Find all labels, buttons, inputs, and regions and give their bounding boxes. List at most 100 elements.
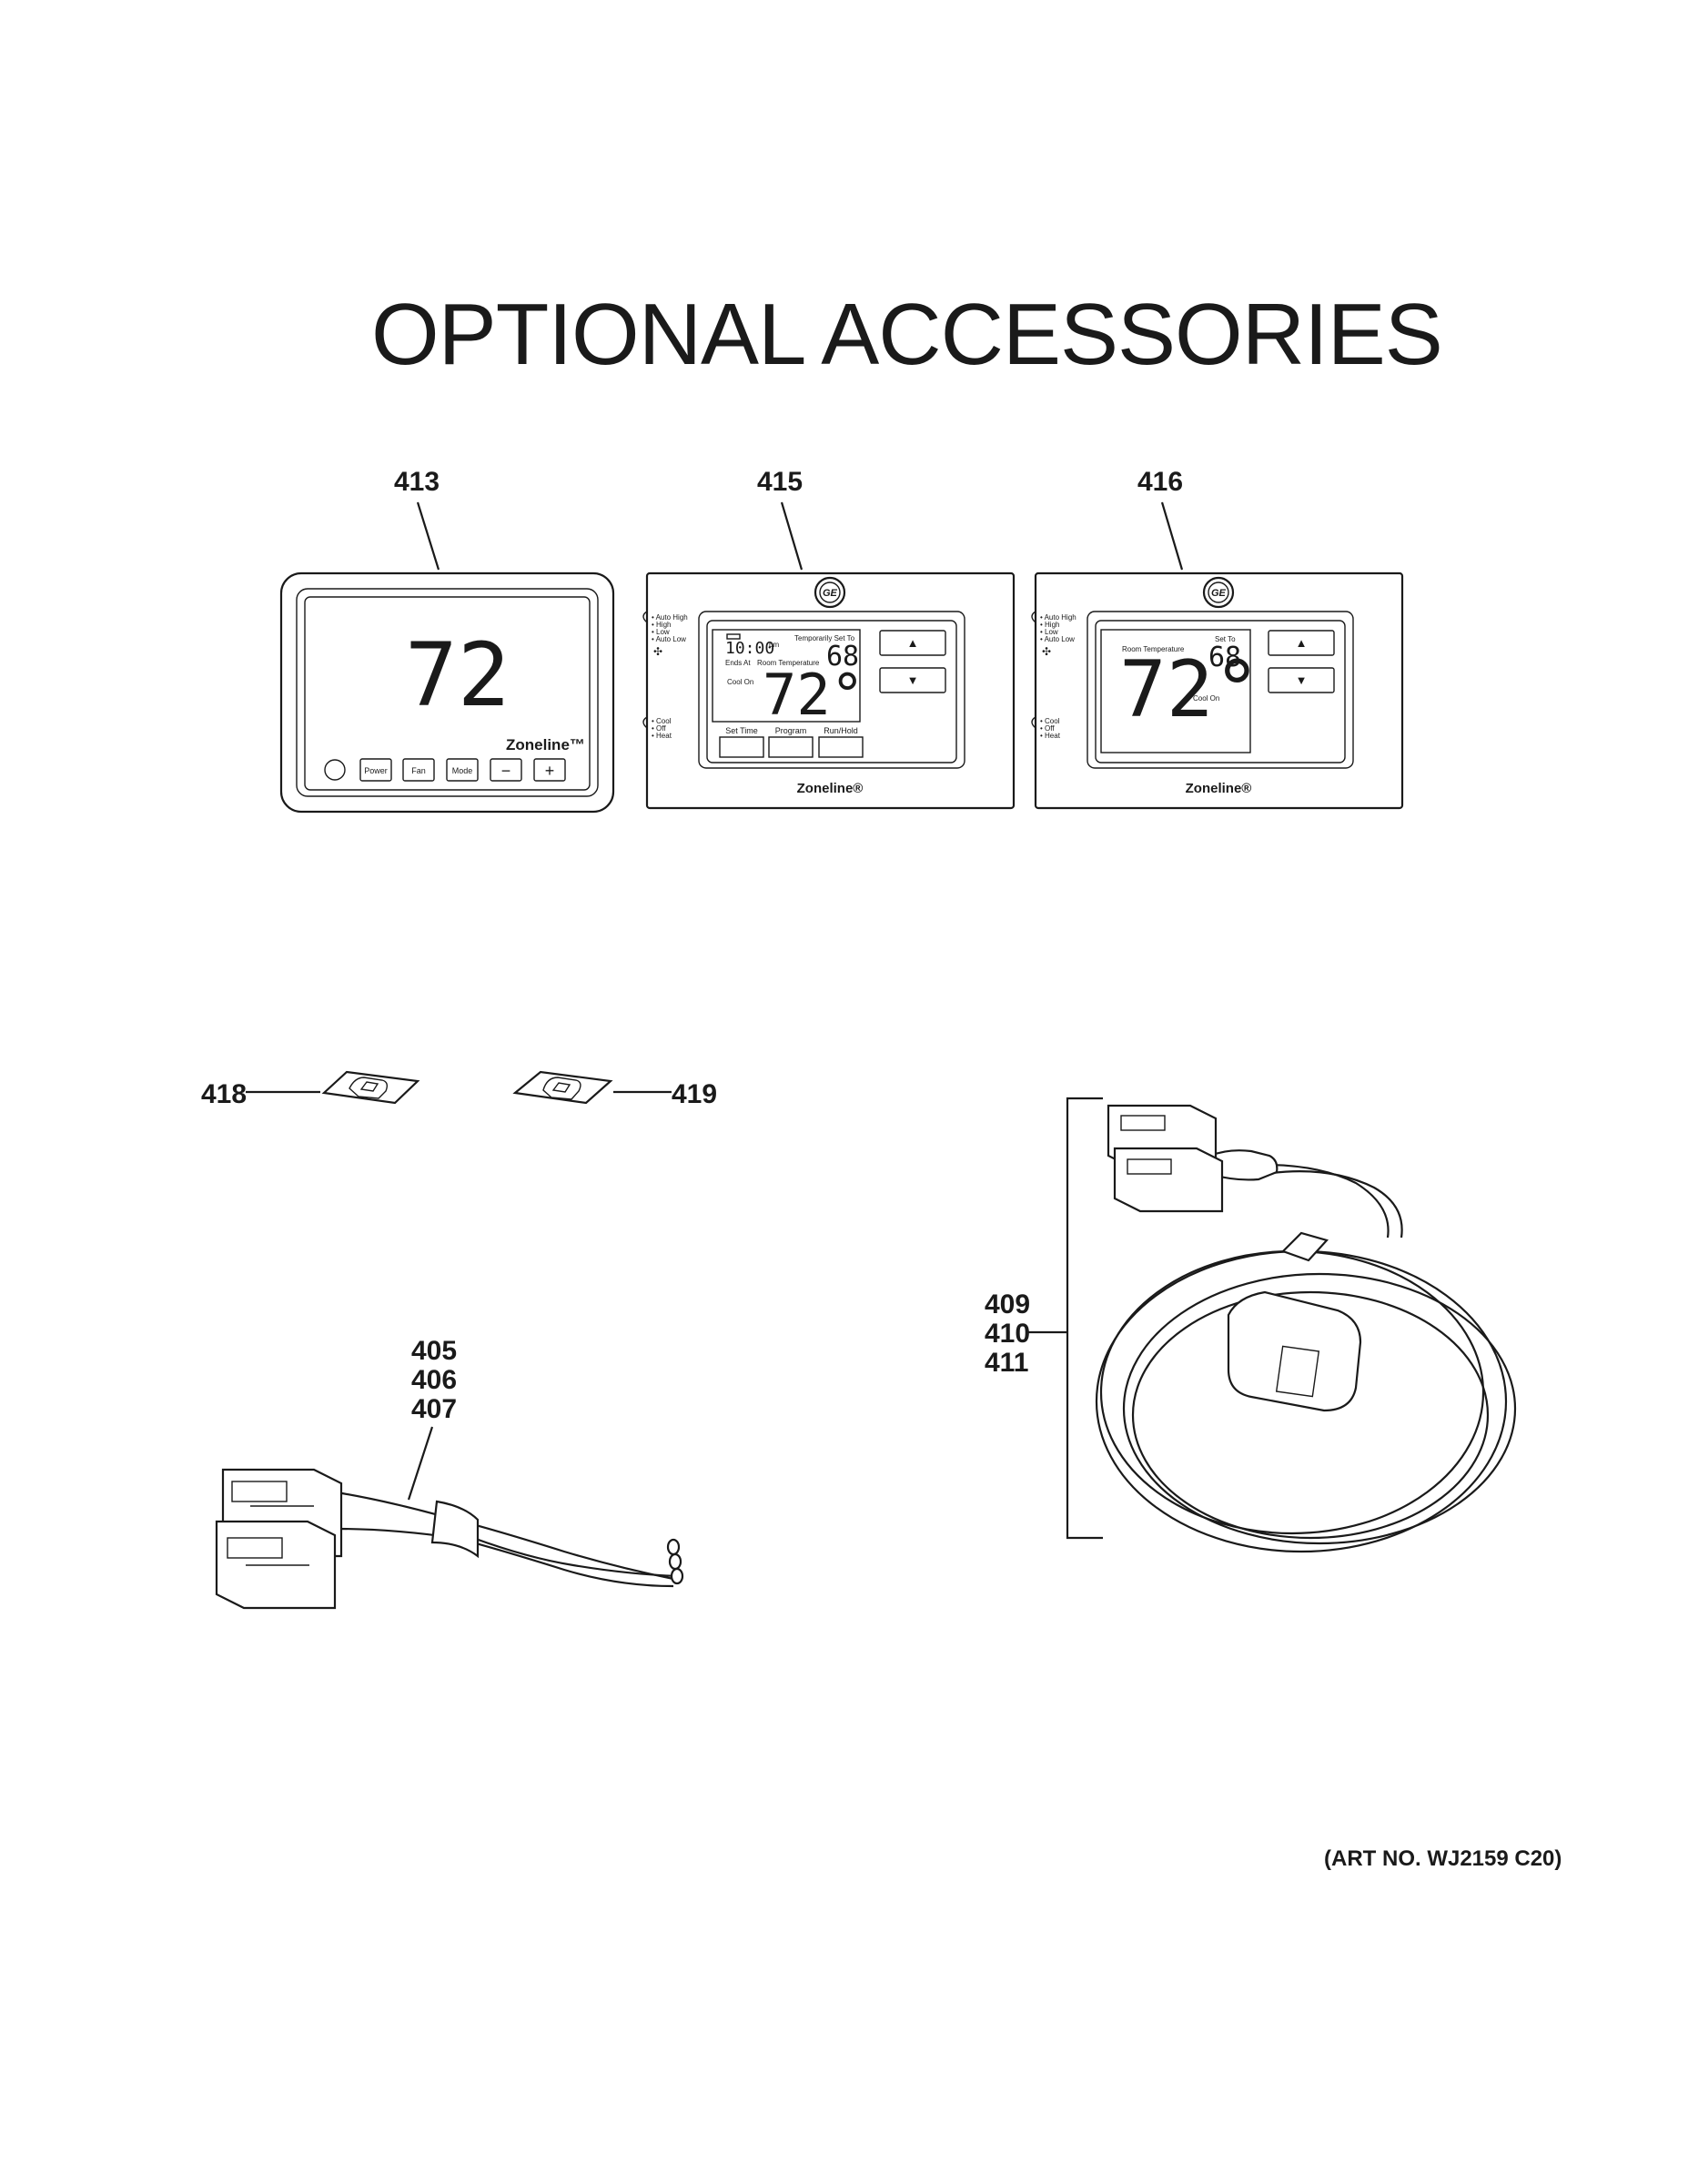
harness-wire-2: [336, 1527, 674, 1588]
run-hold-button[interactable]: [818, 736, 864, 758]
lcd-set-to: Set To: [1215, 635, 1236, 643]
thermostat-415-inner-panel: [706, 620, 957, 763]
sys-mode-heat: • Heat: [652, 732, 672, 740]
thermostat-415-up-button[interactable]: ▲: [879, 630, 946, 656]
fan-mode-low: • Low: [1040, 628, 1058, 636]
lcd-clock: 10:00: [725, 639, 774, 658]
thermostat-415-brand: Zoneline®: [797, 781, 864, 796]
lcd-cool-on: Cool On: [727, 678, 753, 686]
connector-latch-2: [227, 1537, 283, 1559]
wire-end-3: [670, 1567, 684, 1585]
lcd-room-temp: 72°: [763, 662, 864, 728]
fan-mode-low: • Low: [652, 628, 670, 636]
callout-405: 405: [411, 1336, 457, 1366]
thermostat-415-front-panel: [698, 611, 965, 769]
thermostat-416-housing: [1034, 571, 1404, 810]
svg-text:GE: GE: [1211, 588, 1227, 599]
sys-mode-heat: • Heat: [1040, 732, 1061, 740]
power-cord-409: 409 410 411: [985, 1097, 1517, 1553]
thermostat-413-plus-button[interactable]: +: [533, 758, 566, 782]
leader-line-416: [1160, 501, 1184, 571]
down-arrow-icon: ▼: [1296, 673, 1308, 687]
thermostat-415-down-button[interactable]: ▼: [879, 667, 946, 693]
plug-body: [1227, 1290, 1362, 1412]
mode-button-label: Mode: [452, 766, 473, 775]
thermostat-416-front-panel: [1087, 611, 1354, 769]
lead-wire-2: [1264, 1170, 1403, 1239]
lcd-room-temp: 72°: [1119, 644, 1260, 735]
page-title: OPTIONAL ACCESSORIES: [371, 286, 1442, 383]
thermostat-413-power-button[interactable]: Power: [359, 758, 392, 782]
thermostat-416-up-button[interactable]: ▲: [1268, 630, 1335, 656]
leader-line-413: [416, 501, 440, 571]
wire-end-1: [666, 1538, 681, 1556]
thermostat-416-down-button[interactable]: ▼: [1268, 667, 1335, 693]
clip-418-plate: [321, 1070, 420, 1105]
callout-411: 411: [985, 1348, 1028, 1378]
clip-419-plate: [512, 1070, 613, 1105]
thermostat-413-fan-button[interactable]: Fan: [402, 758, 435, 782]
fan-mode-auto-high: • Auto High: [1040, 613, 1076, 622]
thermostat-413-minus-button[interactable]: −: [490, 758, 522, 782]
art-number: (ART NO. WJ2159 C20): [1324, 1846, 1562, 1871]
sys-mode-cool: • Cool: [1040, 717, 1060, 725]
thermostat-416: 416 GE • Auto High • High • Low • Auto L…: [1031, 467, 1404, 810]
lcd-room-temperature: Room Temperature: [1122, 645, 1185, 653]
callout-406: 406: [411, 1365, 457, 1395]
clip-418-slot: [359, 1081, 379, 1092]
up-arrow-icon: ▲: [907, 636, 919, 650]
callout-409: 409: [985, 1289, 1030, 1320]
program-button[interactable]: [768, 736, 814, 758]
clip-418: 418: [201, 1070, 420, 1109]
thermostat-415-lcd: [712, 629, 861, 723]
fan-mode-auto-high: • Auto High: [652, 613, 688, 622]
thermostat-415-housing: [645, 571, 1016, 810]
clip-419: 419: [512, 1070, 717, 1109]
harness-wire-1: [336, 1491, 674, 1581]
ge-logo-icon: GE: [814, 576, 846, 609]
fan-icon: ✣: [653, 645, 662, 658]
thermostat-413-mode-button[interactable]: Mode: [446, 758, 479, 782]
lcd-clock-suffix: pm: [769, 641, 779, 649]
lcd-set-temp: 68: [1208, 642, 1241, 673]
program-label: Program: [775, 726, 807, 735]
thermostat-413-inner-frame: [296, 588, 599, 797]
grouping-bracket: [1066, 1097, 1103, 1540]
cord-connector-latch-2: [1127, 1158, 1172, 1175]
clip-419-tab: [542, 1077, 581, 1100]
svg-text:GE: GE: [823, 588, 838, 599]
connector-latch-1: [231, 1481, 288, 1502]
mode-selector-knob-icon: [1031, 716, 1036, 729]
thermostat-415: 415 GE • Auto High • High • Low • Auto L…: [642, 467, 1016, 810]
cord-loop-3: [1131, 1290, 1490, 1540]
thermostat-413: 413 72 Zoneline™ Power Fan Mode − +: [279, 467, 615, 814]
thermostat-416-lcd: [1100, 629, 1251, 753]
thermostat-413-temp: 72: [405, 624, 510, 726]
wire-end-2: [668, 1552, 682, 1571]
lcd-temporarily-set-to: Temporarily Set To: [794, 634, 855, 642]
ge-logo-icon: GE: [1202, 576, 1235, 609]
small-connector: [1280, 1231, 1329, 1262]
fan-button-label: Fan: [411, 766, 426, 775]
callout-416: 416: [1137, 467, 1183, 497]
fan-mode-high: • High: [1040, 621, 1059, 629]
thermostat-413-display: [304, 596, 591, 791]
cord-loop-4: [1122, 1272, 1517, 1545]
callout-415: 415: [757, 467, 803, 497]
callout-413: 413: [394, 467, 440, 497]
up-arrow-icon: ▲: [1296, 636, 1308, 650]
leader-line-415: [780, 501, 804, 571]
down-arrow-icon: ▼: [907, 673, 919, 687]
plus-button-label: +: [545, 762, 555, 780]
sys-mode-cool: • Cool: [652, 717, 672, 725]
run-hold-label: Run/Hold: [824, 726, 858, 735]
leader-line-405: [407, 1426, 434, 1501]
thermostat-413-outer-frame: [279, 571, 615, 814]
mode-selector-knob-icon: [642, 716, 648, 729]
set-time-button[interactable]: [719, 736, 764, 758]
lcd-room-temperature: Room Temperature: [757, 659, 820, 667]
sys-mode-off: • Off: [1040, 724, 1055, 733]
thermostat-413-brand: Zoneline™: [506, 736, 585, 753]
cord-boot: [1208, 1149, 1279, 1181]
